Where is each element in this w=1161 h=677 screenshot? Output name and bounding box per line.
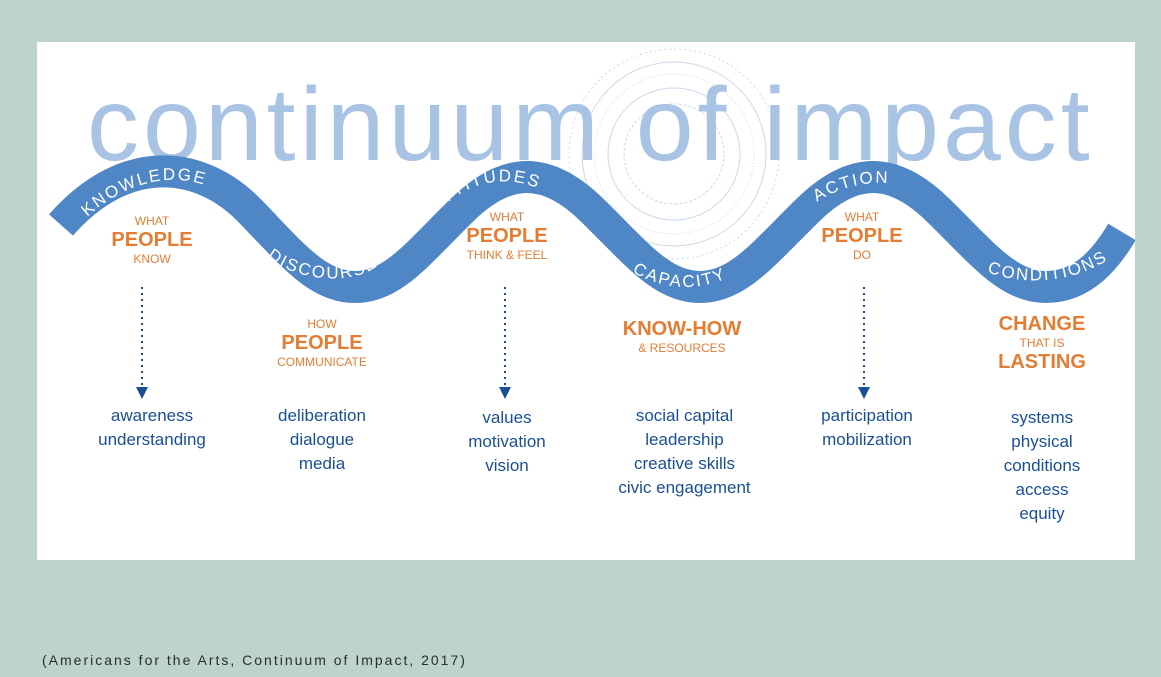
source-caption: (Americans for the Arts, Continuum of Im… [42,652,467,668]
stage-attitudes-items: values motivation vision [468,408,546,475]
stage-conditions-heading: CHANGE THAT IS LASTING [998,313,1086,373]
arrow-down-icon [499,287,511,399]
stage-action-items: participation mobilization [821,406,913,449]
stage-action-heading: WHAT PEOPLE DO [821,210,903,262]
stage-discourse-items: deliberation dialogue media [278,406,366,473]
band-label-discourse: DISCOURSE [264,245,381,283]
stage-knowledge-heading: WHAT PEOPLE KNOW [111,214,193,266]
continuum-wave: KNOWLEDGE DISCOURSE ATTITUDES CAPACITY A… [48,155,1135,304]
stage-discourse-heading: HOW PEOPLE COMMUNICATE [277,317,367,369]
seal-watermark [568,48,780,260]
stage-attitudes-heading: WHAT PEOPLE THINK & FEEL [466,210,548,262]
stage-conditions-items: systems physical conditions access equit… [1003,408,1081,523]
arrow-down-icon [858,287,870,399]
band-label-knowledge: KNOWLEDGE [77,165,209,220]
wave-band [48,155,1135,304]
diagram-title: continuum of impact [87,67,1094,183]
band-label-action: ACTION [809,168,889,206]
stage-capacity-items: social capital leadership creative skill… [618,406,751,497]
band-label-capacity: CAPACITY [630,259,729,291]
stage-capacity-heading: KNOW-HOW & RESOURCES [622,318,742,355]
arrow-down-icon [136,287,148,399]
diagram-card: continuum of impact KNOWLEDGE DISCOURSE … [37,42,1135,560]
stage-knowledge-items: awareness understanding [98,406,206,449]
